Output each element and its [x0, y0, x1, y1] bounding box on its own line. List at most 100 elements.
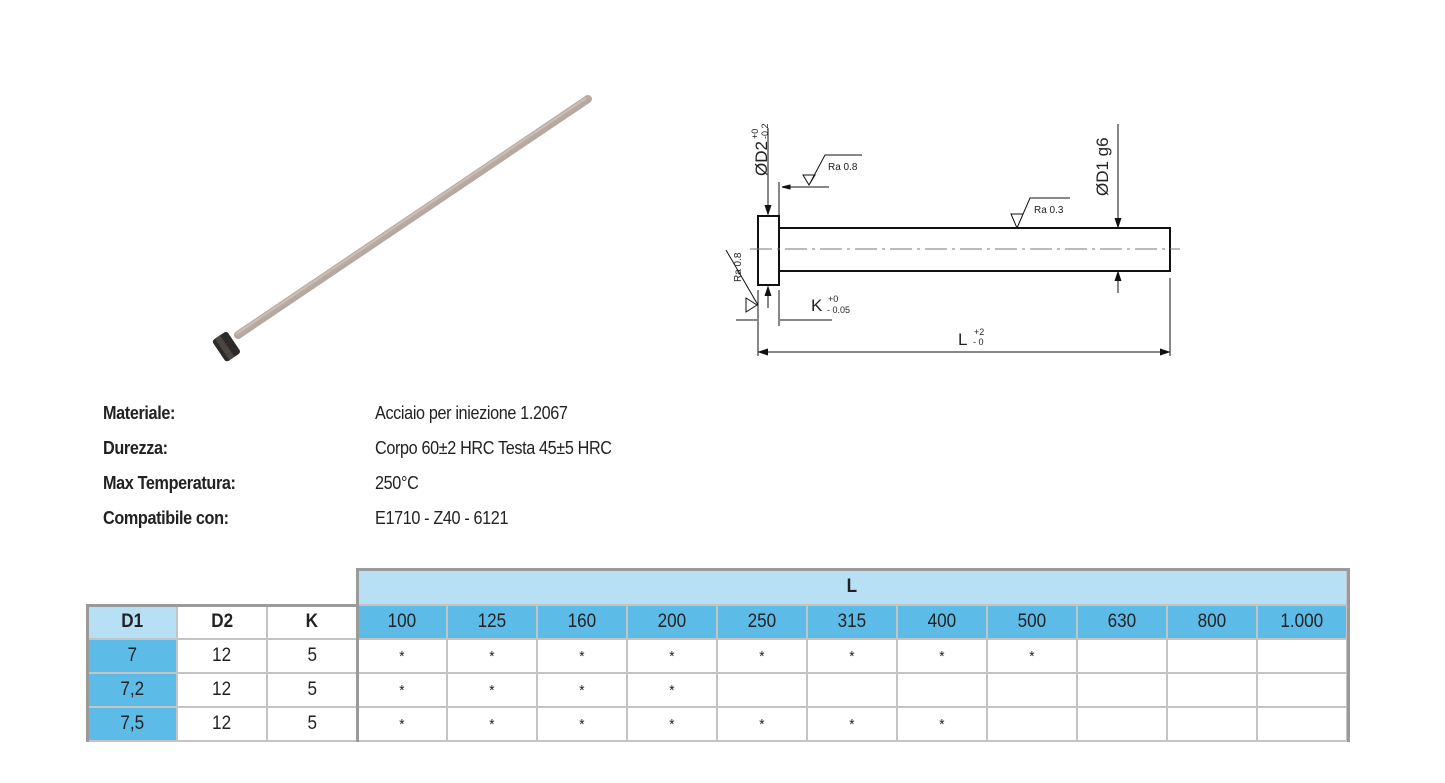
column-header-d2: D2 — [178, 606, 268, 640]
spec-label: Durezza: — [103, 438, 168, 458]
k-tol-lower: - 0.05 — [827, 305, 850, 315]
cell-d2-text: 12 — [212, 645, 232, 666]
length-column-header-text: 800 — [1197, 611, 1227, 632]
cell-d1-text: 7,5 — [120, 713, 144, 734]
cell-d2-text: 12 — [212, 679, 232, 700]
availability-cell — [1078, 640, 1168, 674]
availability-cell-text: * — [939, 716, 945, 733]
cell-d1: 7,5 — [88, 708, 178, 742]
length-column-header: 800 — [1168, 606, 1258, 640]
availability-cell: * — [718, 708, 808, 742]
availability-cell-text: * — [579, 682, 585, 699]
cell-d2: 12 — [178, 640, 268, 674]
availability-cell: * — [448, 708, 538, 742]
availability-cell — [898, 674, 988, 708]
length-column-header: 200 — [628, 606, 718, 640]
availability-cell: * — [538, 640, 628, 674]
availability-cell — [988, 708, 1078, 742]
column-header-d1-text: D1 — [121, 611, 143, 632]
d1-label: ØD1 g6 — [1093, 137, 1112, 196]
ejector-pin-photo — [212, 95, 592, 362]
availability-cell-text: * — [489, 682, 495, 699]
table-border-left — [86, 604, 359, 742]
spec-value: Corpo 60±2 HRC Testa 45±5 HRC — [375, 438, 612, 458]
availability-cell — [1168, 674, 1258, 708]
ra-head-face: Ra 0.8 — [828, 162, 858, 173]
availability-cell-text: * — [669, 682, 675, 699]
availability-cell: * — [988, 640, 1078, 674]
spec-value: E1710 - Z40 - 6121 — [375, 508, 509, 528]
length-column-header: 400 — [898, 606, 988, 640]
availability-cell-text: * — [399, 716, 405, 733]
l-label: L — [958, 330, 967, 349]
availability-cell-text: * — [579, 648, 585, 665]
k-tol-upper: +0 — [828, 294, 838, 304]
availability-cell-text: * — [669, 716, 675, 733]
availability-cell — [988, 674, 1078, 708]
availability-cell: * — [898, 708, 988, 742]
availability-cell: * — [448, 640, 538, 674]
column-header-k-text: K — [305, 611, 319, 632]
availability-cell — [1078, 708, 1168, 742]
d2-tol-lower: -0.2 — [760, 123, 770, 139]
availability-cell-text: * — [849, 716, 855, 733]
availability-cell: * — [538, 674, 628, 708]
availability-cell-text: * — [759, 716, 765, 733]
spec-value: Acciaio per iniezione 1.2067 — [375, 403, 568, 423]
cell-d1: 7,2 — [88, 674, 178, 708]
cell-d2-text: 12 — [212, 713, 232, 734]
availability-cell: * — [628, 640, 718, 674]
length-column-header: 125 — [448, 606, 538, 640]
cell-d2: 12 — [178, 674, 268, 708]
l-tol-lower: - 0 — [973, 337, 984, 347]
cell-d1: 7 — [88, 640, 178, 674]
length-group-header: L — [358, 570, 1348, 606]
availability-cell: * — [718, 640, 808, 674]
length-column-header: 630 — [1078, 606, 1168, 640]
length-column-header: 100 — [358, 606, 448, 640]
length-column-header-text: 630 — [1107, 611, 1137, 632]
pin-shaft — [234, 95, 592, 339]
spec-label: Compatibile con: — [103, 508, 229, 528]
availability-cell — [1168, 708, 1258, 742]
availability-cell-text: * — [939, 648, 945, 665]
length-column-header: 315 — [808, 606, 898, 640]
availability-cell — [1168, 640, 1258, 674]
ra-head-side: Ra 0.8 — [733, 252, 744, 282]
cell-k-text: 5 — [307, 679, 317, 700]
column-header-d2-text: D2 — [211, 611, 233, 632]
length-column-header-text: 250 — [747, 611, 777, 632]
availability-cell: * — [358, 674, 448, 708]
length-column-header: 250 — [718, 606, 808, 640]
length-column-header-text: 500 — [1017, 611, 1047, 632]
cell-d1-text: 7,2 — [120, 679, 144, 700]
availability-cell — [1078, 674, 1168, 708]
spec-label: Max Temperatura: — [103, 473, 236, 493]
availability-cell: * — [898, 640, 988, 674]
availability-cell-text: * — [669, 648, 675, 665]
availability-cell: * — [628, 708, 718, 742]
pin-head — [212, 331, 240, 362]
availability-cell-text: * — [399, 682, 405, 699]
availability-cell: * — [448, 674, 538, 708]
availability-cell-text: * — [1029, 648, 1035, 665]
l-tol-upper: +2 — [974, 327, 984, 337]
availability-cell: * — [538, 708, 628, 742]
length-column-header: 160 — [538, 606, 628, 640]
k-label: K — [811, 296, 823, 315]
length-column-header-text: 1.000 — [1280, 611, 1324, 632]
drawing-head — [757, 215, 780, 286]
availability-cell: * — [358, 640, 448, 674]
length-column-header-text: 125 — [477, 611, 507, 632]
availability-cell — [808, 674, 898, 708]
ra-shaft: Ra 0.3 — [1034, 205, 1064, 216]
column-header-d1: D1 — [88, 606, 178, 640]
availability-cell-text: * — [489, 716, 495, 733]
availability-cell: * — [358, 708, 448, 742]
length-column-header: 500 — [988, 606, 1078, 640]
availability-cell: * — [628, 674, 718, 708]
spec-value: 250°C — [375, 473, 419, 493]
cell-k-text: 5 — [307, 645, 317, 666]
length-column-header-text: 315 — [837, 611, 867, 632]
